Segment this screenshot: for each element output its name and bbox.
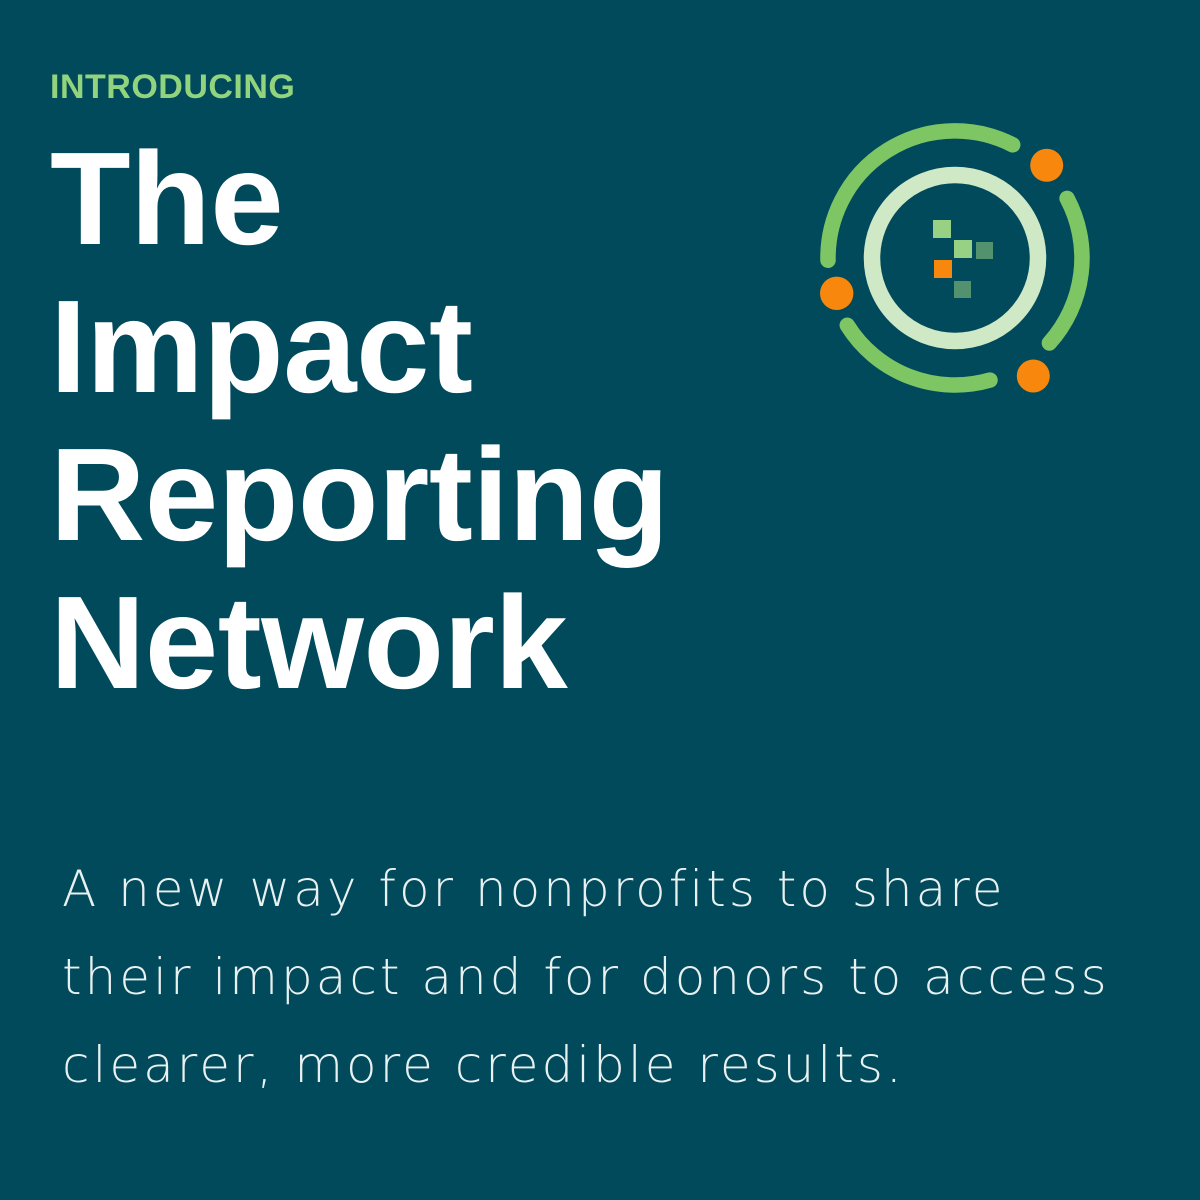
body-line-2: their impact and for donors to access <box>62 948 1110 1006</box>
logo-pixel-right-sage-green <box>976 242 993 259</box>
logo-arc-top <box>820 123 1021 268</box>
logo-arc-bottom <box>839 317 998 393</box>
headline-line-3: Reporting <box>50 421 669 568</box>
headline: The Impact Reporting Network <box>50 125 669 717</box>
logo-pixel-top-light-green <box>933 220 951 238</box>
body-line-3: clearer, more credible results. <box>62 1036 905 1094</box>
network-orbit-logo-icon <box>820 123 1090 393</box>
headline-line-1: The <box>50 125 284 272</box>
logo-inner-ring <box>863 166 1047 350</box>
logo-arc-right <box>1041 190 1090 351</box>
headline-line-2: Impact <box>50 273 473 420</box>
logo-node-top-right <box>1030 148 1064 182</box>
logo-node-left <box>820 276 854 310</box>
logo-pixel-middle-light-green <box>954 240 972 258</box>
eyebrow-label: INTRODUCING <box>50 68 296 106</box>
headline-line-4: Network <box>50 569 568 716</box>
body-line-1: A new way for nonprofits to share <box>62 860 1006 918</box>
body-copy: A new way for nonprofits to share their … <box>62 845 1110 1109</box>
logo-pixel-orange <box>934 260 952 278</box>
logo-node-bottom-right <box>1016 359 1050 393</box>
logo-pixel-bottom-sage-green <box>954 281 971 298</box>
